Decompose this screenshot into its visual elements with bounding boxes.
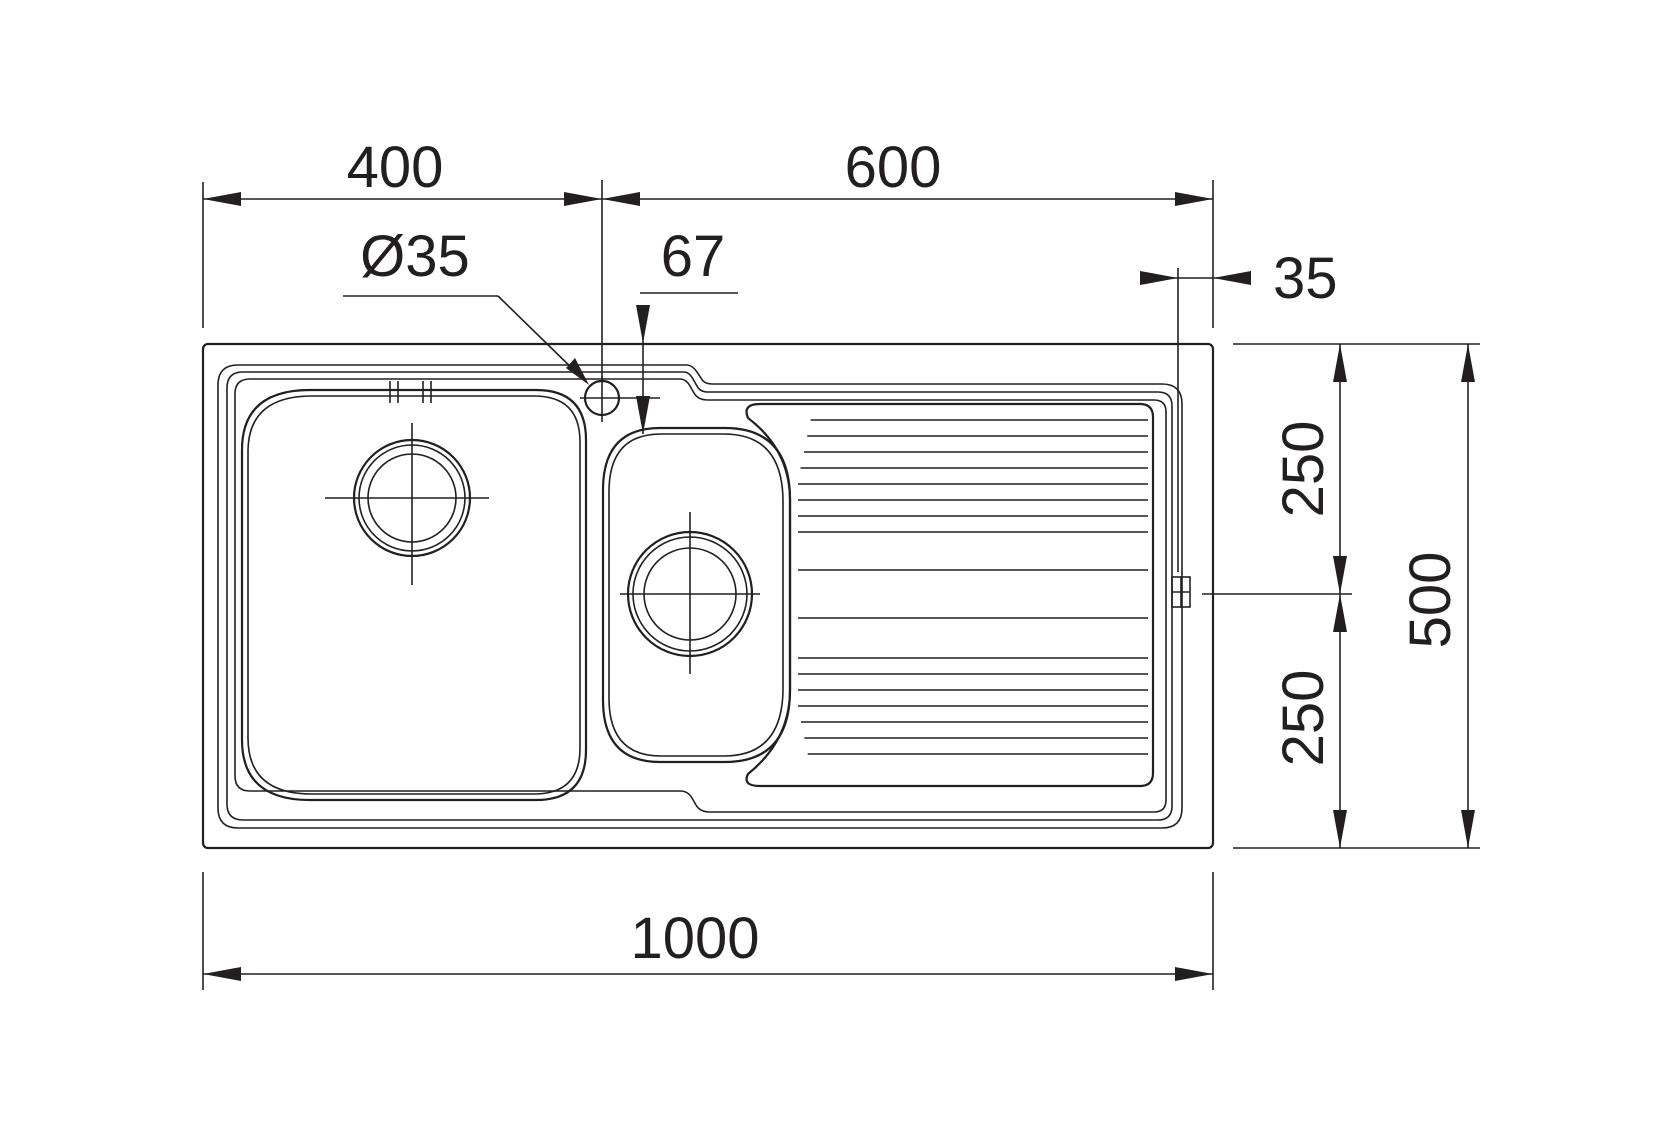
drainer-ribs [798,419,1148,755]
sink-rim-inner [226,371,1173,821]
sink-outer-edge [201,342,1215,850]
dimension-diameter-label: Ø35 [360,224,470,289]
dimension-250-upper-label: 250 [1271,421,1336,518]
tap-hole-offset-callout: 67 [636,224,738,434]
small-bowl-drain [620,512,760,674]
dimension-250-lower-label: 250 [1271,670,1336,767]
dimension-67-label: 67 [661,224,726,289]
drainer-board [745,402,1155,788]
dimension-35-label: 35 [1273,246,1338,311]
sink-inner-deck [234,378,1167,813]
dimension-500-label: 500 [1398,552,1463,649]
sink-rim-outer [217,364,1183,829]
small-bowl-outer [601,426,792,764]
overflow [1171,268,1352,608]
dimension-600-label: 600 [845,135,942,200]
dimension-400-label: 400 [347,135,444,200]
sink-outline [201,342,1215,850]
drainer-outline [745,402,1155,788]
main-bowl-inner [247,395,581,795]
main-bowl-outer [240,388,588,802]
right-dimensions: 250 250 500 [1233,343,1480,849]
main-bowl [240,381,588,802]
tap-hole-diameter-callout: Ø35 [343,224,589,385]
small-bowl [601,426,792,764]
small-bowl-inner [608,433,784,757]
main-bowl-edge-marks [389,381,432,403]
dimension-1000-label: 1000 [630,906,759,971]
main-bowl-drain [325,423,489,585]
overflow-offset-callout: 35 [1140,246,1338,311]
bottom-dimension: 1000 [202,872,1214,990]
top-dimension: 400 600 [202,135,1214,378]
